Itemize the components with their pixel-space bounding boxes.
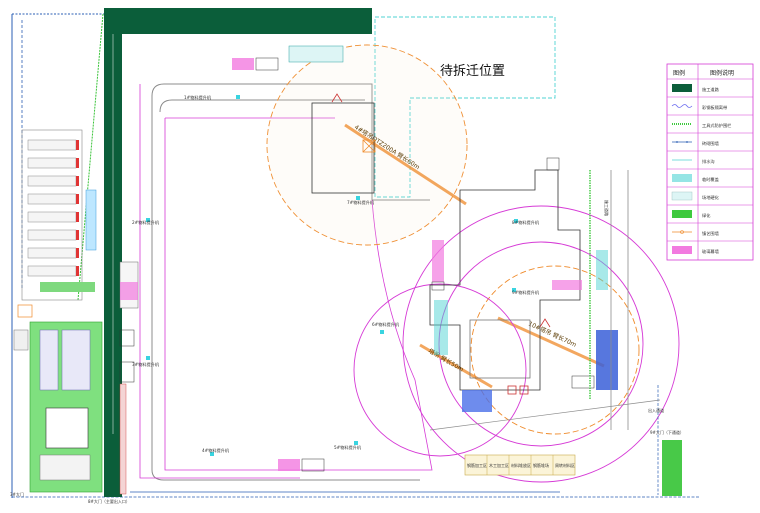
- gate-main: 8#大门（主要出入口）: [88, 498, 130, 504]
- legend-label-tool-fence: 工具式防护围栏: [702, 122, 731, 129]
- east-road: [429, 170, 682, 496]
- storage-label-3: 材料堆放区: [511, 462, 531, 468]
- legend-label-road: 施工道路: [702, 86, 720, 93]
- hoist-markers: [146, 95, 518, 456]
- legend-label-green: 绿化: [702, 212, 711, 219]
- building-south: [429, 169, 581, 395]
- bottom-storage: [464, 454, 576, 476]
- legend-header-symbol: 图例: [673, 69, 685, 77]
- building-north: [311, 102, 376, 194]
- hoist-9: 9#物料提升机: [512, 289, 540, 296]
- legend-label-drain: 排水沟: [702, 158, 715, 165]
- gate-3: 3#大门: [10, 491, 24, 497]
- hoist-2: 2#物料提升机: [132, 219, 160, 226]
- hoist-7: 7#物料提升机: [347, 199, 375, 206]
- legend-labels: 施工道路 彩钢板隔离带 工具式防护围栏 砖砌围墙 排水沟 临时覆盖 场地硬化 绿…: [702, 86, 731, 255]
- legend-box: [666, 63, 754, 261]
- office-compound: [13, 304, 103, 493]
- inner-road: [151, 83, 430, 481]
- hoist-4: 4#物料提升机: [202, 447, 230, 454]
- legend-sym-hardening: [671, 191, 693, 201]
- legend-label-glass: 玻璃幕墙: [702, 248, 719, 255]
- legend-label-art-wall: 镇艺围墙: [702, 230, 719, 237]
- east-road-label: 施工道路: [604, 200, 610, 216]
- crane-mast-symbols: [331, 93, 551, 328]
- bottom-boundary-wall: [12, 491, 700, 498]
- hoist-5: 5#物料提升机: [334, 444, 362, 451]
- legend-sym-color-steel: [671, 104, 693, 108]
- legend-sym-glass: [672, 246, 692, 254]
- legend-sym-art-wall: [672, 230, 692, 234]
- hoist-6: 6#物料提升机: [372, 321, 400, 328]
- legend-sym-road: [672, 84, 692, 92]
- legend-header-desc: 图例说明: [710, 69, 734, 77]
- legend-symbols: [671, 84, 693, 254]
- legend-label-hardening: 场地硬化: [702, 194, 720, 201]
- gate-entry: 出入通道: [648, 407, 664, 413]
- construction-road: [104, 8, 372, 497]
- storage-label-4: 钢筋堆场: [533, 462, 549, 468]
- legend-sym-brick-wall: [672, 141, 692, 143]
- legend-sym-cover: [672, 174, 692, 182]
- legend-sym-green: [672, 210, 692, 218]
- crane-radius-small: [353, 283, 527, 457]
- crane-radius-4: [266, 44, 468, 246]
- hoist-8: 8#物料提升机: [512, 219, 540, 226]
- storage-label-1: 钢筋加工区: [467, 462, 487, 468]
- yard-items: [119, 45, 618, 472]
- legend-label-color-steel: 彩钢板隔离带: [702, 104, 727, 111]
- storage-label-2: 木工加工区: [489, 462, 509, 468]
- hoist-3: 3#物料提升机: [132, 361, 160, 368]
- demolition-area-label: 待拆迁位置: [440, 64, 505, 79]
- legend-label-cover: 临时覆盖: [702, 176, 719, 183]
- gate-9: 9#大门（下通道）: [650, 429, 684, 435]
- storage-label-5: 周转材料区: [555, 462, 575, 468]
- hoist-1: 1#物料提升机: [184, 94, 212, 101]
- dormitory-block: [21, 129, 97, 301]
- legend-label-brick-wall: 砖砌围墙: [702, 140, 719, 147]
- demolition-area: [374, 16, 556, 198]
